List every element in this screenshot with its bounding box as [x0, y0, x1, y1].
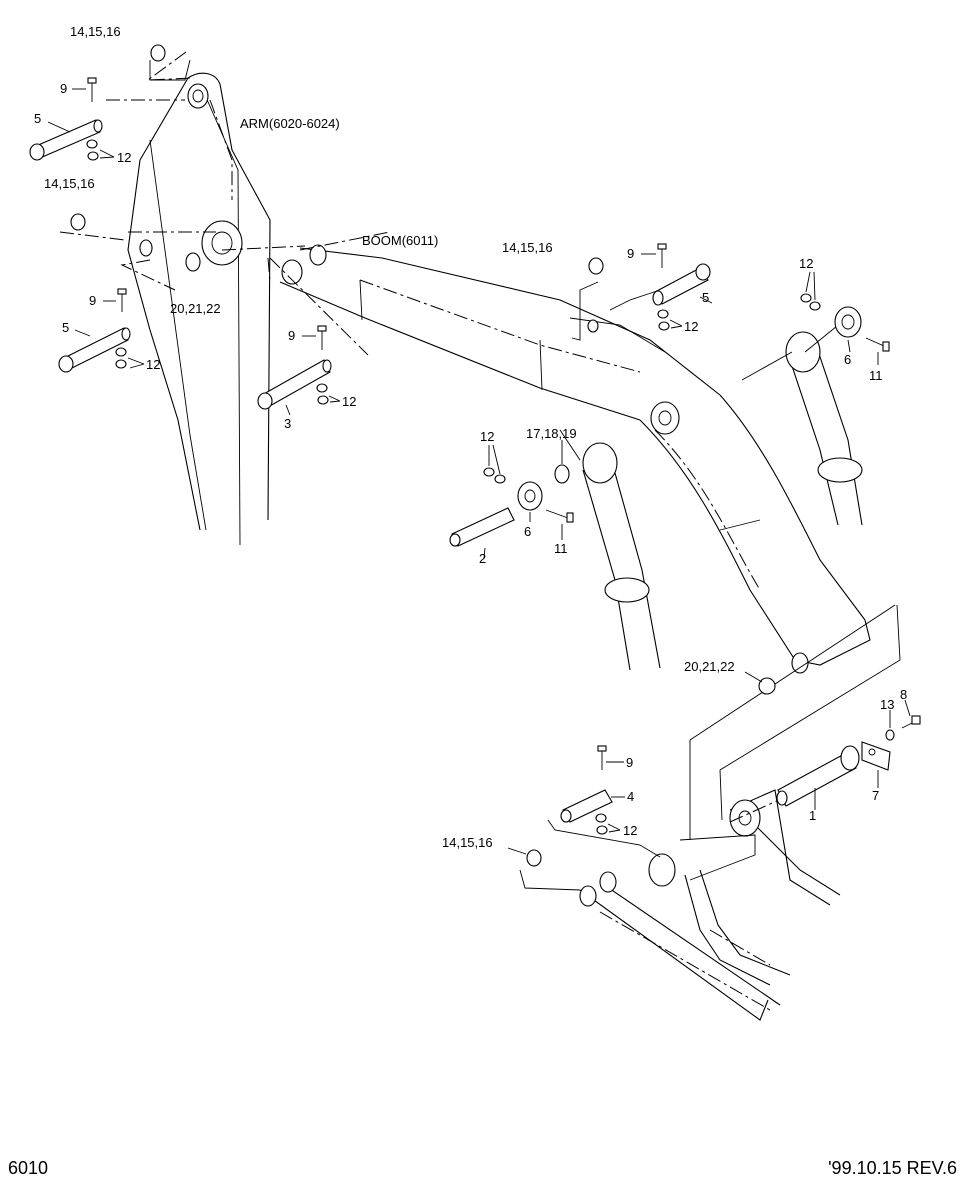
pin-4[interactable]	[560, 789, 613, 823]
pin-2[interactable]	[449, 507, 515, 547]
revision-stamp: '99.10.15 REV.6	[828, 1158, 957, 1178]
callout-13: 13	[880, 697, 894, 712]
bolt-9-lower[interactable]	[117, 288, 127, 312]
callout-9: 9	[89, 293, 96, 308]
callout-8: 8	[900, 687, 907, 702]
nut-12-boom[interactable]	[657, 309, 670, 331]
boom-cylinder-right	[785, 331, 863, 526]
callout-labels: 14,15,16 9 5 12 14,15,16 9 5 12 20,21,22…	[34, 24, 907, 850]
callout-11: 11	[554, 541, 568, 556]
callout-12: 12	[480, 429, 494, 444]
callout-5: 5	[702, 290, 709, 305]
bolt-11-left[interactable]	[545, 509, 574, 523]
callout-leaders	[47, 88, 911, 855]
pin-3[interactable]	[257, 359, 332, 410]
bolt-9-pin3[interactable]	[317, 325, 327, 350]
callout-2: 2	[479, 551, 486, 566]
o-ring-17-18-19[interactable]	[554, 464, 570, 484]
swing-bracket	[579, 789, 841, 1021]
callout-17-18-19: 17,18,19	[526, 426, 577, 441]
callout-6: 6	[844, 352, 851, 367]
callout-4: 4	[627, 789, 634, 804]
o-ring-top[interactable]	[150, 44, 166, 62]
callout-14-15-16: 14,15,16	[442, 835, 493, 850]
callout-11: 11	[869, 368, 883, 383]
plate-7[interactable]	[861, 741, 891, 771]
washer-13[interactable]	[885, 729, 895, 741]
bushing-6-left[interactable]	[517, 481, 543, 511]
nut-12-lower[interactable]	[115, 347, 127, 369]
callout-14-15-16: 14,15,16	[44, 176, 95, 191]
o-ring-base[interactable]	[758, 677, 776, 695]
pin-5-top[interactable]	[29, 119, 103, 161]
bushing-6-right[interactable]	[834, 306, 862, 338]
callout-12: 12	[799, 256, 813, 271]
callout-1: 1	[809, 808, 816, 823]
callout-14-15-16: 14,15,16	[70, 24, 121, 39]
callout-12: 12	[684, 319, 698, 334]
callout-12: 12	[342, 394, 356, 409]
callout-14-15-16: 14,15,16	[502, 240, 553, 255]
bolt-9-base[interactable]	[597, 745, 607, 770]
o-ring-mid-left[interactable]	[70, 213, 86, 231]
pin-5-boom[interactable]	[652, 263, 711, 306]
callout-9: 9	[288, 328, 295, 343]
bolt-11-right[interactable]	[865, 337, 890, 352]
leader-lines	[59, 51, 901, 891]
callout-12: 12	[117, 150, 131, 165]
callout-9: 9	[626, 755, 633, 770]
callout-20-21-22: 20,21,22	[170, 301, 221, 316]
boom-cylinder-left	[582, 442, 661, 671]
page-code: 6010	[8, 1158, 49, 1178]
bolt-9-boom[interactable]	[657, 243, 667, 268]
o-ring-arm-pivot[interactable]	[185, 252, 201, 272]
pin-5-lower[interactable]	[58, 327, 131, 373]
nut-12-top[interactable]	[86, 139, 99, 161]
callout-12: 12	[623, 823, 637, 838]
nut-12-base[interactable]	[595, 813, 608, 835]
bolt-8[interactable]	[901, 715, 921, 729]
boom-label: BOOM(6011)	[362, 233, 438, 248]
component-labels: ARM(6020-6024) BOOM(6011)	[240, 116, 438, 248]
pin-1[interactable]	[776, 745, 860, 807]
nut-12-pin3[interactable]	[316, 383, 329, 405]
boom-assembly	[279, 231, 871, 674]
callout-3: 3	[284, 416, 291, 431]
o-ring-boom[interactable]	[588, 257, 604, 275]
callout-5: 5	[34, 111, 41, 126]
o-ring-base-left[interactable]	[526, 849, 542, 867]
nut-12-right[interactable]	[800, 293, 821, 311]
callout-20-21-22: 20,21,22	[684, 659, 735, 674]
callout-6: 6	[524, 524, 531, 539]
arm-label: ARM(6020-6024)	[240, 116, 340, 131]
callout-12: 12	[146, 357, 160, 372]
callout-7: 7	[872, 788, 879, 803]
nut-12-left[interactable]	[483, 467, 506, 484]
callout-9: 9	[627, 246, 634, 261]
callout-9: 9	[60, 81, 67, 96]
callout-5: 5	[62, 320, 69, 335]
bolt-9-top[interactable]	[87, 77, 97, 102]
